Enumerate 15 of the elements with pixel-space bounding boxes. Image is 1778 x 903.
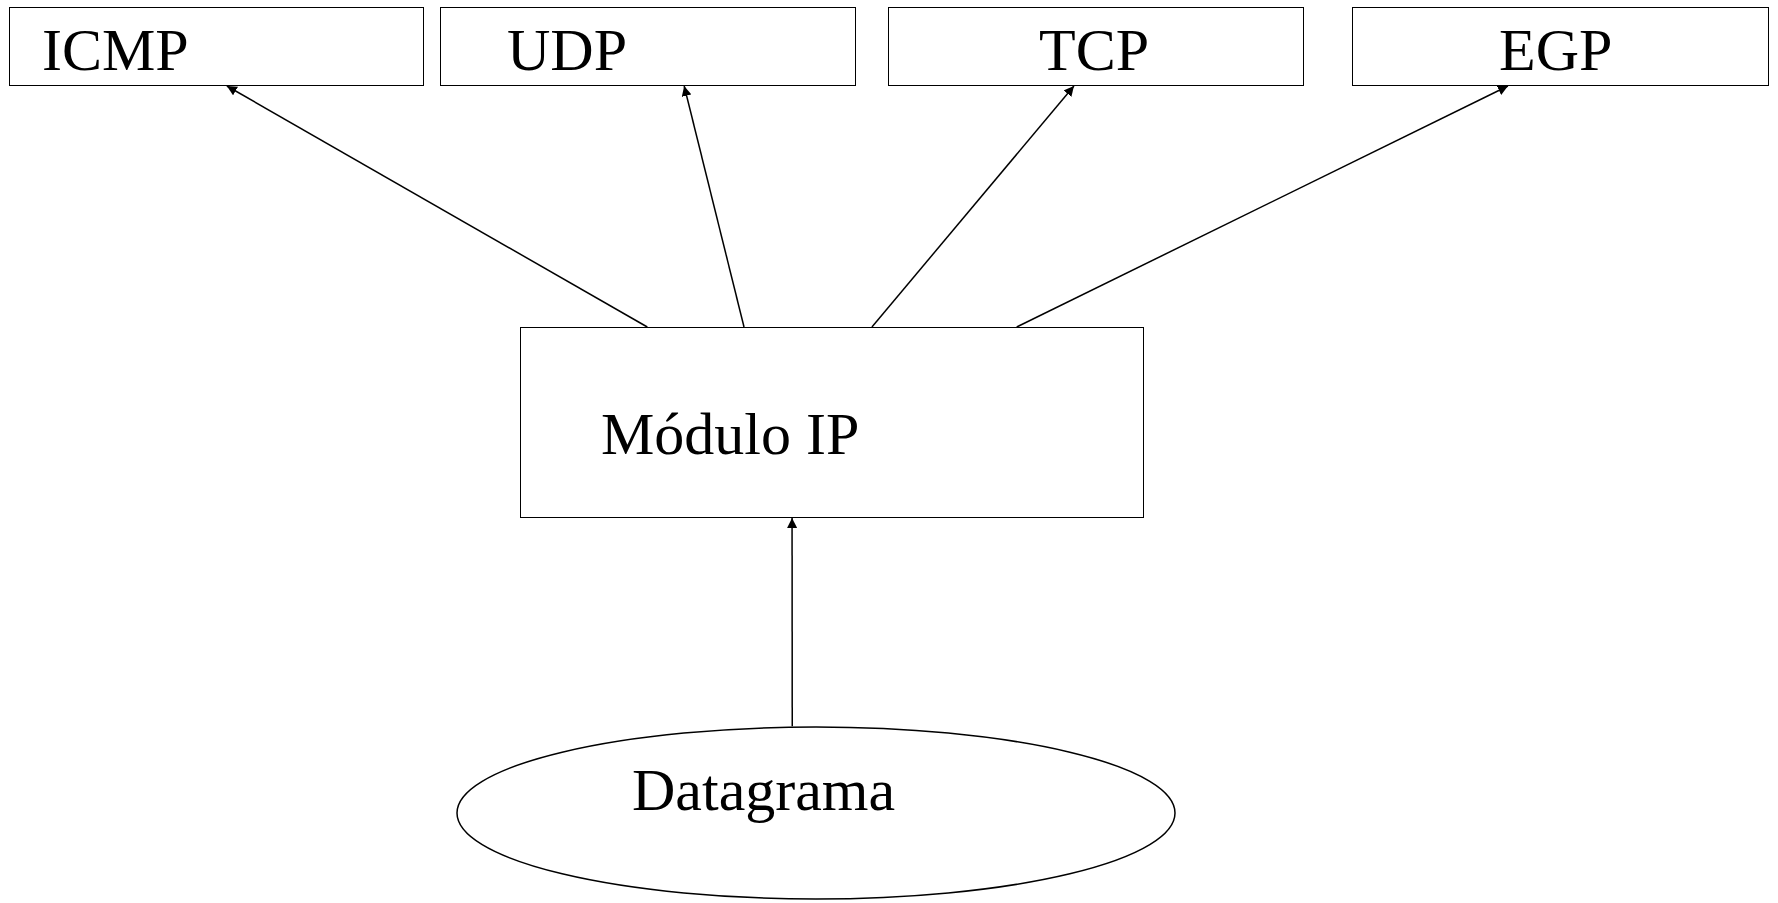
arrow — [1015, 85, 1509, 328]
arrow — [226, 85, 649, 328]
arrow — [681, 85, 745, 328]
node-label: TCP — [1039, 20, 1150, 80]
process-box — [440, 7, 856, 86]
node-label: UDP — [507, 20, 628, 80]
process-box — [1352, 7, 1769, 86]
process-box — [520, 327, 1144, 518]
node-label: Módulo IP — [601, 404, 860, 464]
arrow — [787, 517, 798, 727]
process-box — [9, 7, 424, 86]
node-label: ICMP — [42, 20, 189, 80]
node-label: EGP — [1499, 20, 1613, 80]
process-box — [888, 7, 1304, 86]
arrow — [871, 85, 1075, 328]
